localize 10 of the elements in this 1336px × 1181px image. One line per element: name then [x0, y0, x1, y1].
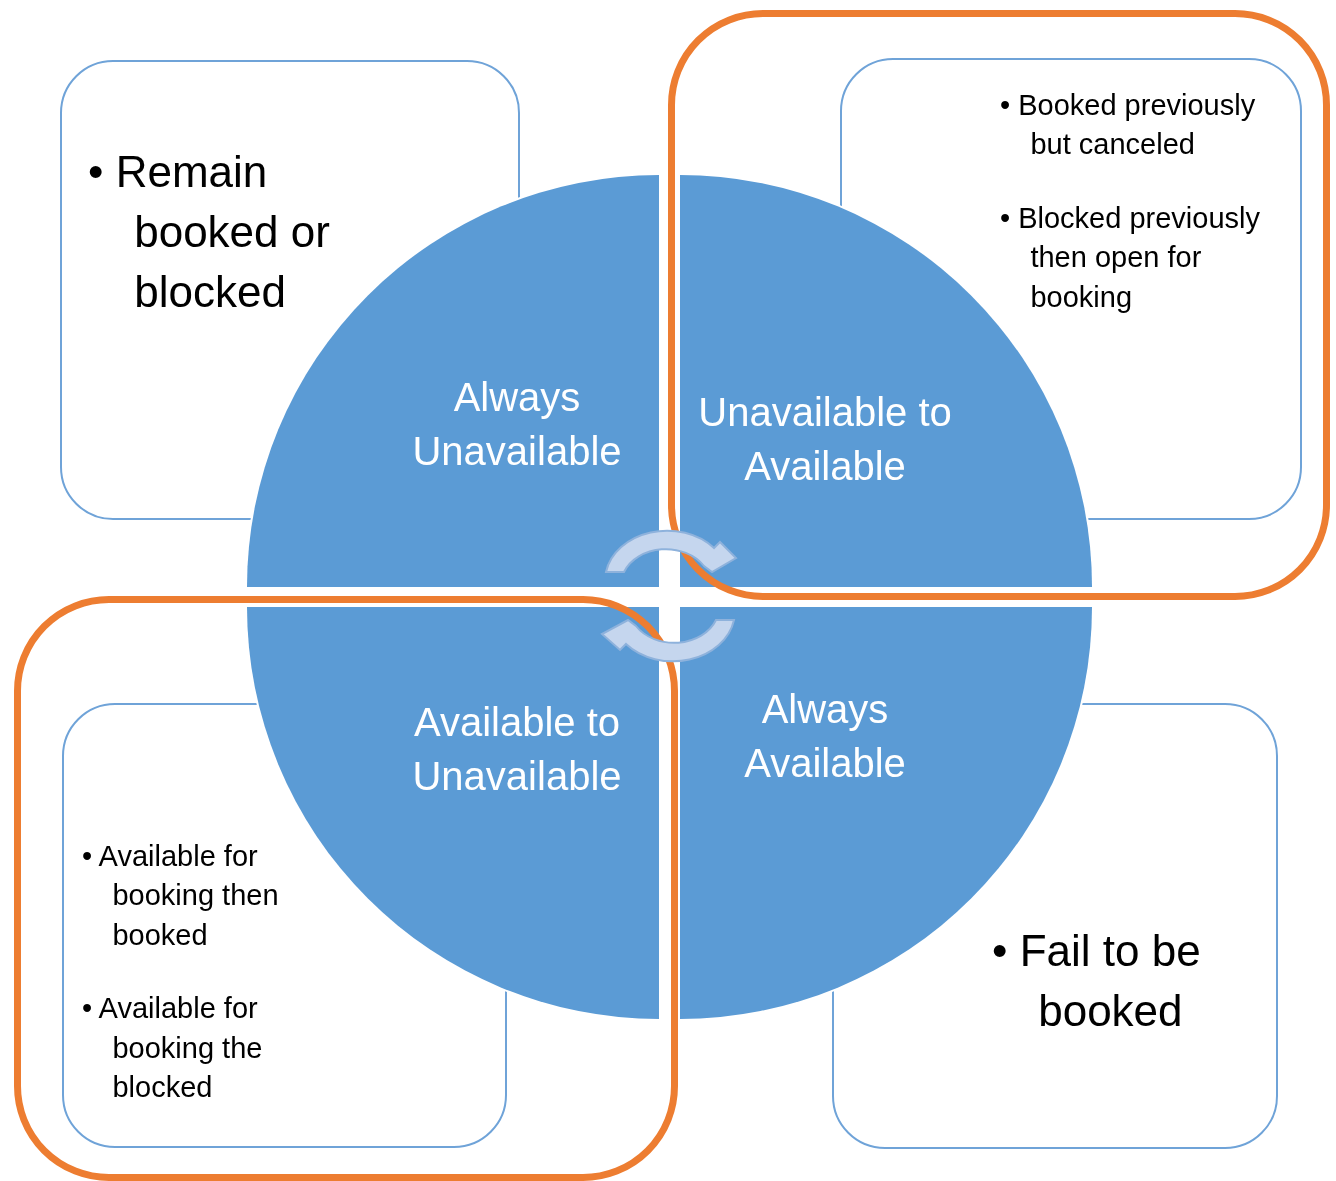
- bullet-text: • Remain booked or blocked: [88, 146, 331, 318]
- segment-label: Always Unavailable: [411, 374, 623, 475]
- segment-label: Unavailable to Available: [697, 389, 953, 490]
- bullet-text: • Fail to be booked: [992, 925, 1202, 1037]
- bullet-text: • Blocked previously then open for booking: [1000, 200, 1260, 315]
- bullet-text: • Booked previously but canceled: [1000, 88, 1257, 163]
- bullet-text: • Available for booking then booked: [82, 839, 280, 953]
- bullet-text: • Available for booking the blocked: [82, 991, 264, 1106]
- segment-label: Available to Unavailable: [411, 699, 623, 800]
- segment-label: Always Available: [743, 686, 907, 787]
